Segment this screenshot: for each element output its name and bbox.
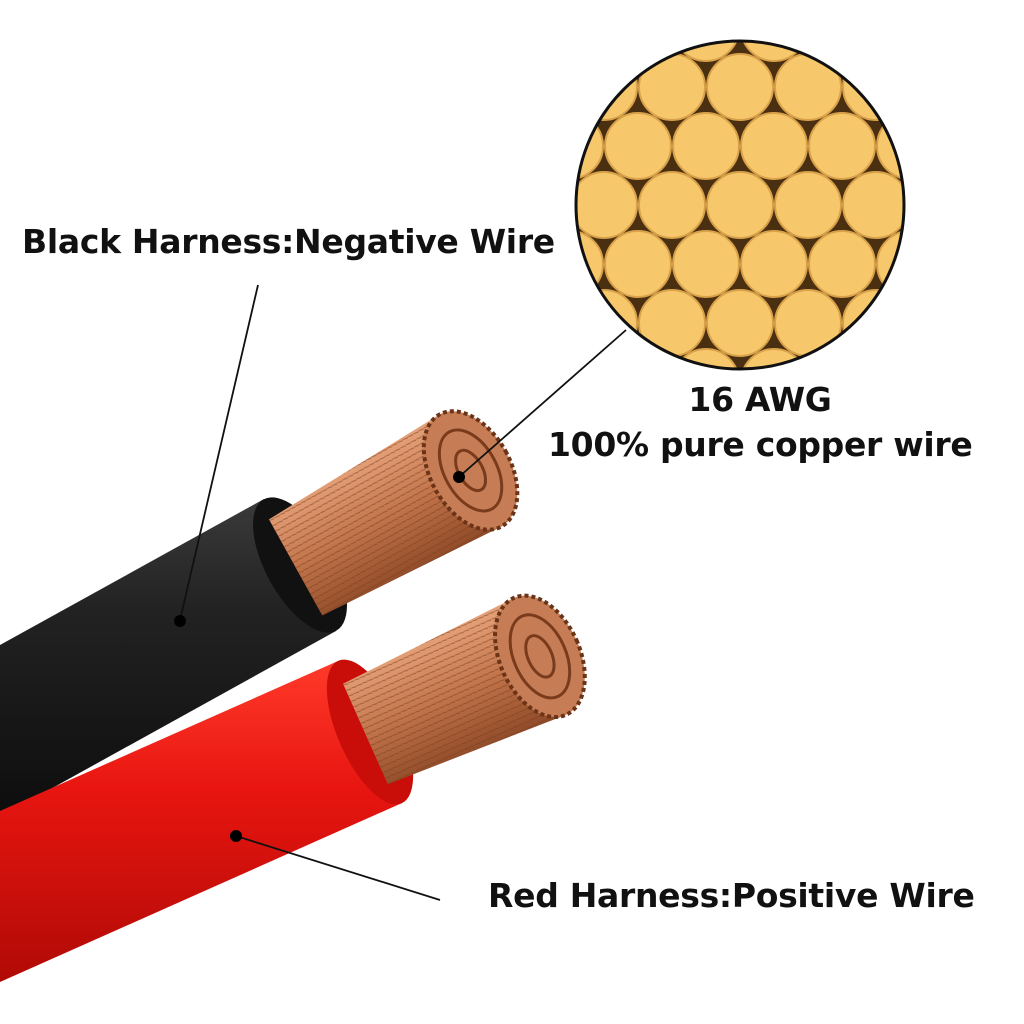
copper-strand	[577, 171, 638, 239]
black-callout-line	[179, 284, 259, 621]
copper-strand	[577, 112, 604, 180]
copper-strand	[945, 231, 1011, 297]
copper-strand	[740, 230, 808, 298]
magnified-cross-section	[503, 0, 1011, 371]
callout-lines	[174, 284, 627, 901]
red-copper-strands	[343, 593, 587, 785]
copper-callout-line	[459, 329, 627, 477]
copper-strand	[706, 289, 774, 357]
red-callout-dot	[230, 830, 242, 842]
copper-strand	[638, 53, 706, 121]
material-label: 100% pure copper wire	[548, 425, 973, 464]
red-cable	[0, 593, 587, 982]
copper-strand	[808, 230, 876, 298]
black-copper-strands	[268, 409, 520, 616]
copper-strand	[604, 230, 672, 298]
copper-strand	[672, 112, 740, 180]
red-callout-line	[235, 835, 441, 901]
copper-strand	[808, 42, 876, 62]
copper-strand	[638, 289, 706, 357]
copper-strand	[911, 54, 977, 120]
copper-strand	[774, 171, 842, 239]
red-harness-label: Red Harness:Positive Wire	[488, 876, 975, 915]
copper-strand	[604, 42, 672, 62]
copper-callout-dot	[453, 471, 465, 483]
copper-strand	[774, 53, 842, 121]
copper-strand	[945, 0, 1011, 61]
gauge-label: 16 AWG	[688, 380, 832, 419]
copper-strand	[672, 230, 740, 298]
copper-strand	[604, 112, 672, 180]
copper-strand	[876, 112, 903, 180]
copper-strand	[876, 42, 903, 62]
black-harness-label: Black Harness:Negative Wire	[22, 222, 555, 261]
black-cable-body	[0, 499, 336, 817]
copper-strand	[706, 171, 774, 239]
copper-strand	[774, 289, 842, 357]
copper-strand	[503, 290, 569, 356]
copper-strand	[911, 172, 977, 238]
copper-strand	[876, 230, 903, 298]
red-cable-body	[0, 661, 402, 982]
copper-strand	[503, 54, 569, 120]
copper-strand	[577, 42, 604, 62]
copper-strand	[842, 171, 903, 239]
copper-strand	[911, 290, 977, 356]
black-cable	[0, 409, 520, 817]
copper-strand	[740, 112, 808, 180]
copper-strand	[808, 112, 876, 180]
copper-strand	[706, 53, 774, 121]
copper-strand	[945, 113, 1011, 179]
black-callout-dot	[174, 615, 186, 627]
copper-strand	[638, 171, 706, 239]
